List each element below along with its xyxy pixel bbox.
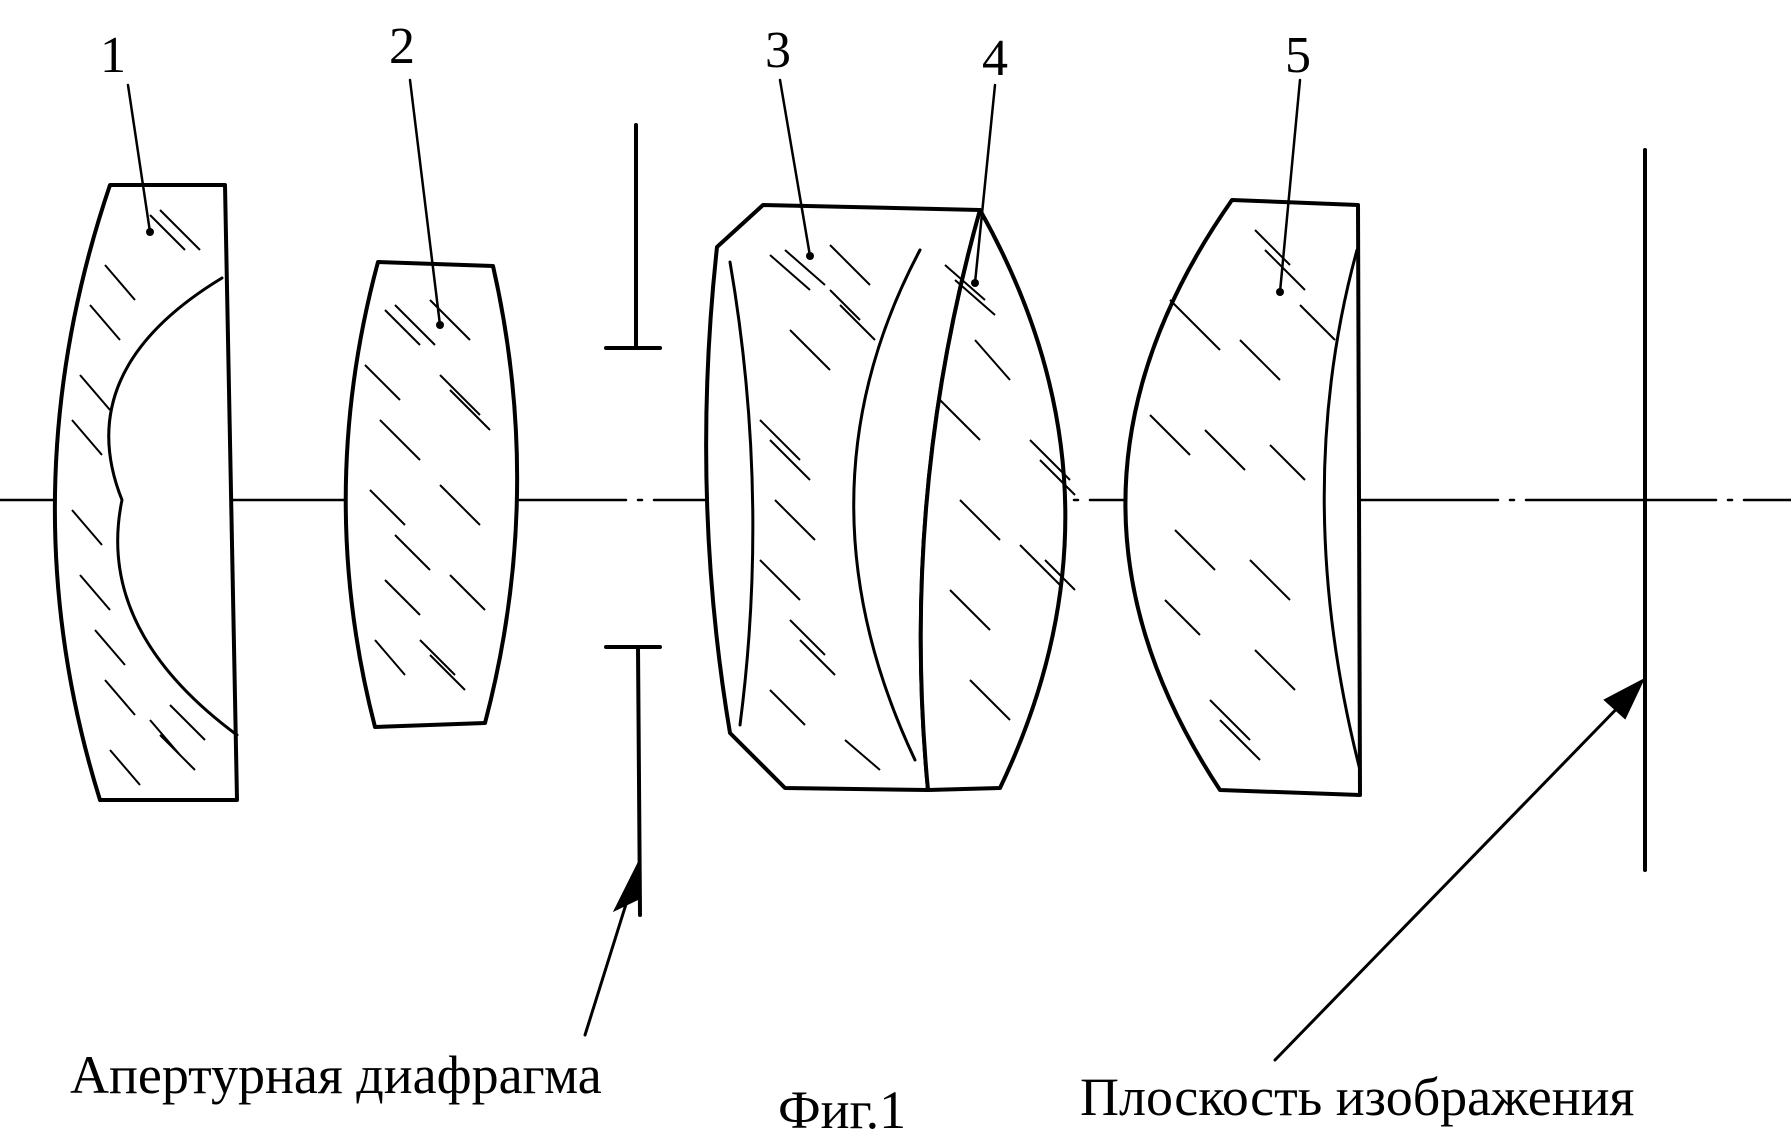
aperture-arrow xyxy=(585,860,640,1035)
lens-2 xyxy=(346,262,517,727)
lens-label-1: 1 xyxy=(100,27,126,84)
lens-label-5: 5 xyxy=(1285,27,1311,84)
lens-label-2: 2 xyxy=(389,18,415,75)
lens-label-4: 4 xyxy=(982,30,1008,87)
image-plane-label: Плоскость изображения xyxy=(1080,1067,1634,1127)
lens-label-3: 3 xyxy=(765,22,791,79)
lens-1 xyxy=(55,185,237,800)
lens-5 xyxy=(1125,200,1360,795)
aperture-stop xyxy=(606,125,660,915)
figure-label: Фиг.1 xyxy=(778,1080,906,1140)
aperture-label: Апертурная диафрагма xyxy=(70,1045,602,1105)
